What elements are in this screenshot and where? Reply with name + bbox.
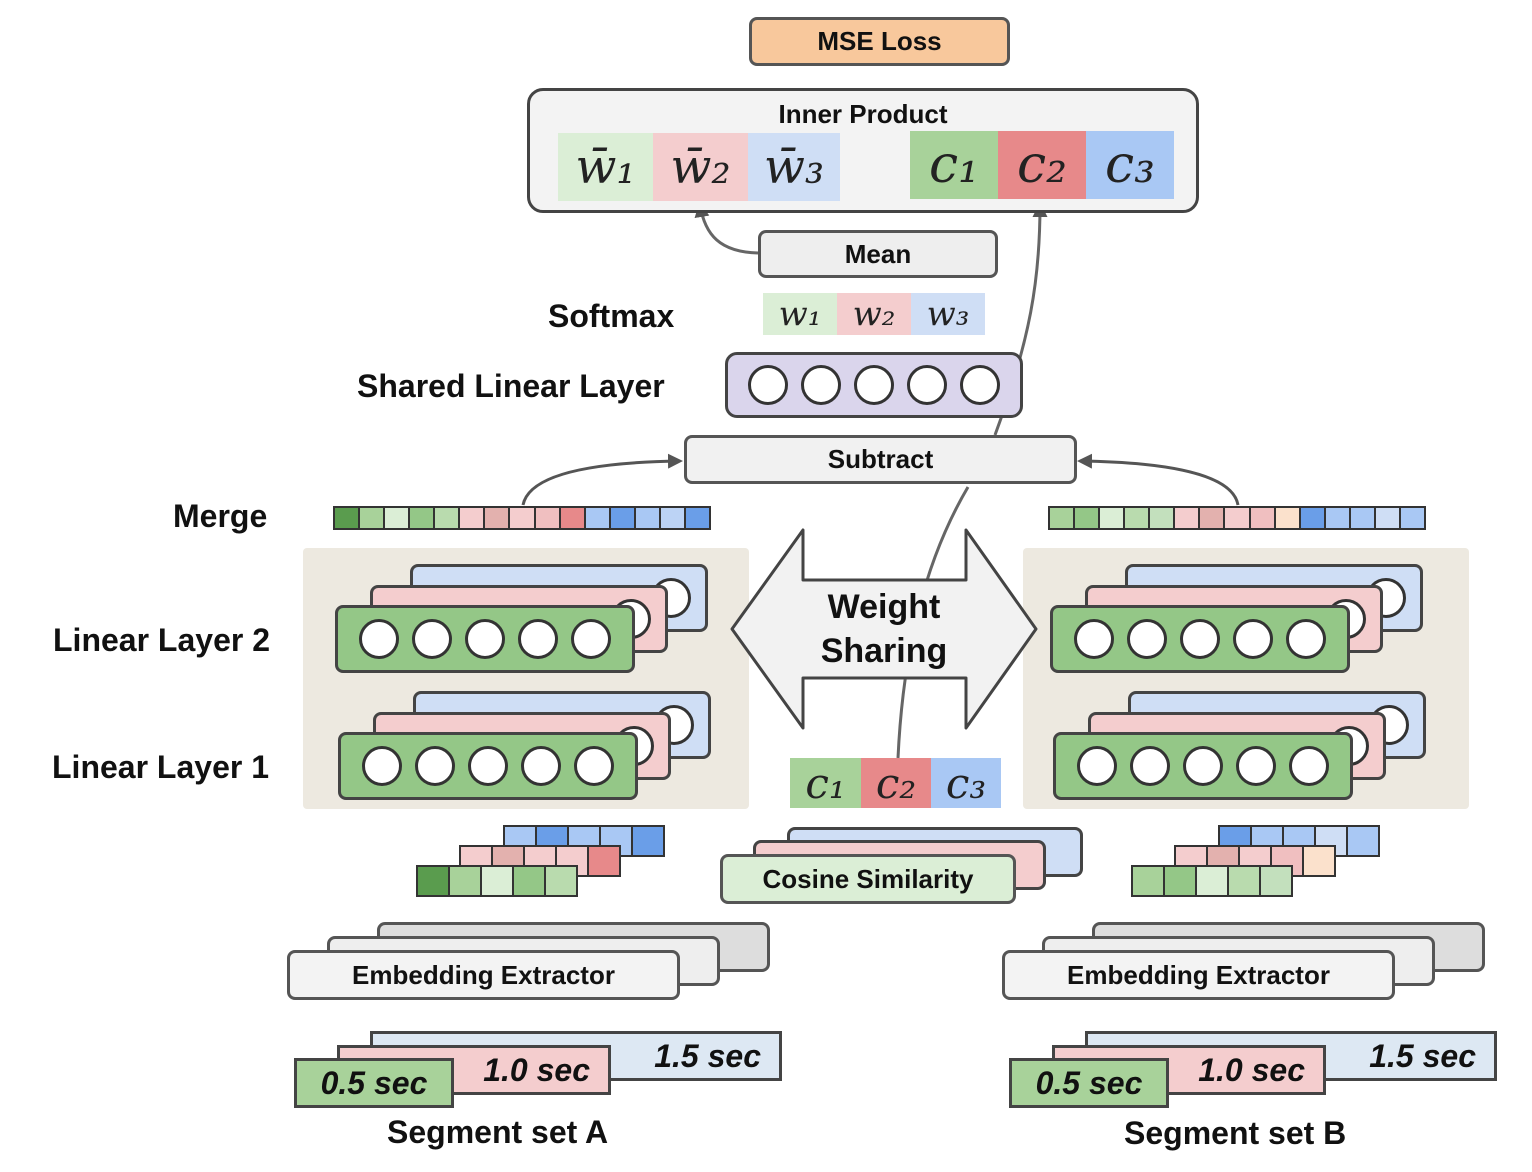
softmax-weight-2: w₂ <box>837 293 911 335</box>
neuron <box>1073 619 1114 659</box>
neuron <box>1179 619 1220 659</box>
neuron <box>906 365 947 405</box>
mean-box: Mean <box>758 230 998 278</box>
segment-a-1-5-label: 1.5 sec <box>654 1037 761 1074</box>
extractor-a-box: Embedding Extractor <box>287 950 680 1000</box>
neuron <box>464 619 505 659</box>
segment-set-b-caption: Segment set B <box>1124 1115 1347 1151</box>
neuron <box>959 365 1000 405</box>
segment-b-1-0-label: 1.0 sec <box>1198 1051 1305 1088</box>
w-bar-2: w̄₂ <box>653 133 748 201</box>
neuron <box>1289 746 1330 786</box>
mean-label: Mean <box>844 238 912 269</box>
subtract-label: Subtract <box>827 444 934 474</box>
segment-a-0-5-label: 0.5 sec <box>320 1064 428 1101</box>
cosine-similarity-label: Cosine Similarity <box>762 863 974 894</box>
segment-a-1-0-sec: 1.0 sec <box>337 1045 611 1095</box>
extractor-b-label: Embedding Extractor <box>1067 959 1330 990</box>
neuron <box>518 619 559 659</box>
merge-label: Merge <box>173 498 268 534</box>
shared-linear-layer <box>725 352 1023 418</box>
c-2-top: c₂ <box>998 131 1086 199</box>
neuron <box>521 746 562 786</box>
neuron <box>358 619 399 659</box>
c-3-top: c₃ <box>1086 131 1174 199</box>
neuron <box>1182 746 1223 786</box>
softmax-label: Softmax <box>548 298 675 334</box>
merge-vector-a <box>333 506 711 530</box>
softmax-weight-3: w₃ <box>911 293 985 335</box>
neuron <box>801 365 842 405</box>
inner-product-box: Inner Product w̄₁ w̄₂ w̄₃ c₁ c₂ c₃ <box>527 88 1199 213</box>
neuron <box>574 746 615 786</box>
embedding-stack-a-green <box>416 865 578 897</box>
linear-layer-1-a-green <box>338 732 638 800</box>
segment-set-a-caption: Segment set A <box>387 1114 609 1150</box>
neuron <box>1286 619 1327 659</box>
linear-layer-2-a-green <box>335 605 635 673</box>
merge-vector-b <box>1048 506 1426 530</box>
linear-layer-2-b-green <box>1050 605 1350 673</box>
linear-layer-1-label: Linear Layer 1 <box>52 749 269 785</box>
neuron <box>1076 746 1117 786</box>
softmax-weight-1: w₁ <box>763 293 837 335</box>
weight-sharing-arrow <box>730 528 1038 730</box>
extractor-a-label: Embedding Extractor <box>352 959 615 990</box>
neuron <box>853 365 894 405</box>
segment-b-0-5-sec: 0.5 sec <box>1009 1058 1169 1108</box>
mse-loss-label: MSE Loss <box>817 26 942 56</box>
mse-loss-box: MSE Loss <box>749 17 1010 66</box>
cosine-similarity-box: Cosine Similarity <box>720 854 1016 904</box>
segment-b-0-5-label: 0.5 sec <box>1035 1064 1143 1101</box>
c-3-cosine: c₃ <box>931 758 1001 808</box>
neuron <box>361 746 402 786</box>
neuron <box>1236 746 1277 786</box>
segment-a-0-5-sec: 0.5 sec <box>294 1058 454 1108</box>
subtract-box: Subtract <box>684 435 1077 484</box>
extractor-b-box: Embedding Extractor <box>1002 950 1395 1000</box>
neuron <box>411 619 452 659</box>
c-1-cosine: c₁ <box>790 758 861 808</box>
c-2-cosine: c₂ <box>861 758 931 808</box>
inner-product-label: Inner Product <box>778 99 948 129</box>
segment-a-1-0-label: 1.0 sec <box>483 1051 590 1088</box>
neuron <box>571 619 612 659</box>
shared-linear-layer-label: Shared Linear Layer <box>357 368 665 404</box>
neuron <box>467 746 508 786</box>
neuron <box>748 365 789 405</box>
neuron <box>1233 619 1274 659</box>
merge-b-to-subtract-arrow <box>1077 453 1240 506</box>
neuron <box>1129 746 1170 786</box>
linear-layer-1-b-green <box>1053 732 1353 800</box>
linear-layer-2-label: Linear Layer 2 <box>53 622 270 658</box>
weight-sharing-label-line1: Weight <box>827 588 941 626</box>
c-1-top: c₁ <box>910 131 998 199</box>
weight-sharing-label-line2: Sharing <box>820 632 948 670</box>
neuron <box>414 746 455 786</box>
w-bar-1: w̄₁ <box>558 133 653 201</box>
embedding-stack-b-green <box>1131 865 1293 897</box>
segment-b-1-5-label: 1.5 sec <box>1369 1037 1476 1074</box>
merge-a-to-subtract-arrow <box>521 453 683 506</box>
mean-to-wbar-arrow <box>694 202 759 255</box>
neuron <box>1126 619 1167 659</box>
w-bar-3: w̄₃ <box>748 133 840 201</box>
